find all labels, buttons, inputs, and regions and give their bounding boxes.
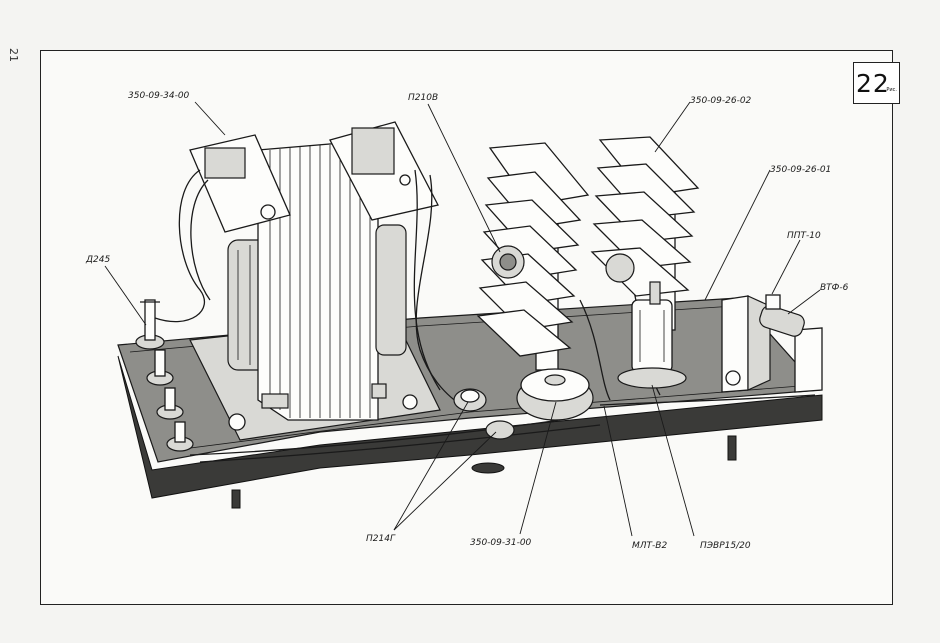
label-diode: Д245 — [85, 255, 110, 265]
fuse-holder — [721, 294, 823, 393]
wire-resistor — [617, 281, 687, 389]
heatsink-left — [476, 142, 590, 371]
label-wire-resistor: ПЭВР15/20 — [700, 541, 751, 551]
label-transistor-bottom: П214Г — [366, 534, 396, 544]
label-fuse: ВТФ-6 — [820, 283, 849, 293]
label-transformer-part: 350-09-34-00 — [128, 91, 190, 101]
label-coil-part: 350-09-31-00 — [470, 538, 532, 548]
label-heatsink-right: 350-09-26-01 — [770, 165, 831, 175]
label-resistor: МЛТ-В2 — [632, 541, 667, 551]
coil-drum — [516, 368, 594, 421]
label-transistor-top: П210В — [408, 93, 438, 103]
label-heatsink-left: 350-09-26-02 — [690, 96, 752, 106]
leader-lines — [104, 101, 821, 537]
figure-caption-abbrev: Рис. — [886, 87, 897, 93]
label-fuse-holder: ППТ-10 — [787, 231, 821, 241]
figure-number: 22 — [856, 68, 890, 98]
terminal-posts — [135, 299, 194, 452]
transformer — [189, 121, 441, 441]
figure-number-box: 22 Рис. — [853, 62, 900, 104]
